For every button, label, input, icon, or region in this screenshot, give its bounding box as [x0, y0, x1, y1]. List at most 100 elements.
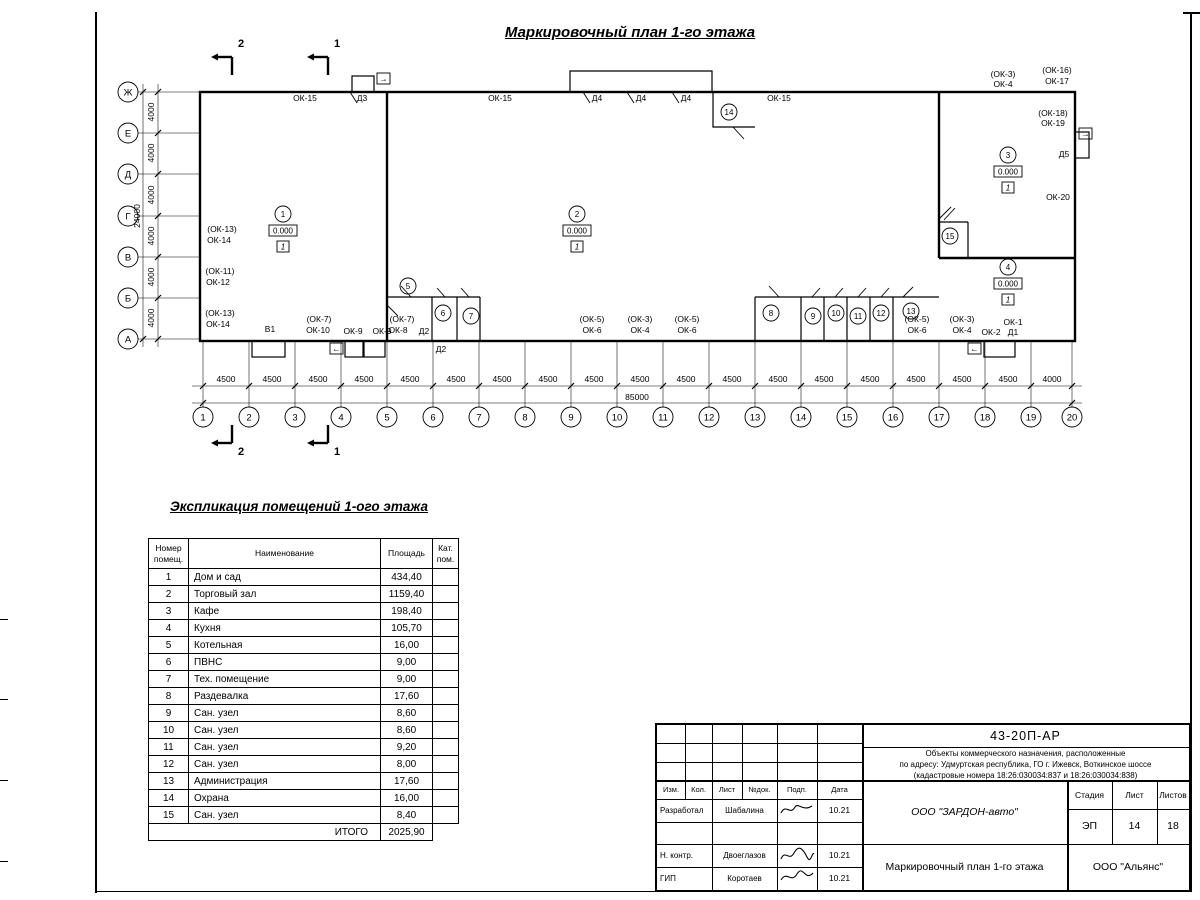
dim-tick: [154, 335, 162, 343]
opening-label: (ОК-3): [991, 69, 1016, 79]
dim-tick: [659, 382, 667, 390]
axis-bubble: [652, 406, 674, 428]
dim-tick: [521, 382, 529, 390]
room-name-cell: Сан. узел: [188, 738, 381, 756]
axis-bubble: [117, 122, 139, 144]
elevation-value: 0.000: [998, 280, 1019, 289]
axis-number: 15: [842, 413, 853, 424]
section-arrow-head: [307, 439, 314, 447]
dimension-total: 85000: [625, 392, 649, 402]
axis-number: 1: [200, 413, 205, 424]
role-norm-control: Н. контр.: [660, 851, 694, 860]
floor-type-box: [1001, 181, 1015, 194]
total-category: [432, 823, 459, 841]
sheet-label: Лист: [1125, 790, 1144, 800]
opening-label: ОК-20: [1046, 192, 1070, 202]
floor-type: 1: [1006, 296, 1010, 305]
opening-label: Д2: [419, 326, 430, 336]
dimension-value: 4500: [769, 374, 788, 384]
name-gip: Коротаев: [727, 874, 762, 883]
axis-bubble: [928, 406, 950, 428]
frame-bottom: [95, 890, 1192, 892]
room-number-bubble: [399, 277, 417, 295]
dim-tick: [383, 382, 391, 390]
dimension-value: 4500: [723, 374, 742, 384]
room-area-cell: 105,70: [380, 619, 433, 637]
opening-label: ОК-9: [343, 326, 362, 336]
axis-number: 19: [1026, 413, 1037, 424]
room-area-cell: 1159,40: [380, 585, 433, 603]
titleblock-line: [817, 725, 818, 890]
opening-label: ОК-4: [952, 325, 971, 335]
room-category-cell: [432, 789, 459, 807]
axis-number: 20: [1067, 413, 1078, 424]
titleblock-line: [862, 725, 864, 890]
header-line: Кат.: [438, 542, 453, 553]
room-area-cell: 8,60: [380, 704, 433, 722]
axis-number: 2: [246, 413, 251, 424]
axis-bubble: [376, 406, 398, 428]
dim-tick: [139, 88, 147, 96]
elevation-box: [993, 277, 1023, 290]
opening-label: ОК-15: [293, 93, 317, 103]
titleblock-line: [712, 725, 713, 890]
room-number: 11: [854, 312, 863, 321]
dim-tick: [154, 294, 162, 302]
dimension-value: 4500: [539, 374, 558, 384]
room-category-cell: [432, 738, 459, 756]
room-area-cell: 434,40: [380, 568, 433, 586]
axis-bubble: [744, 406, 766, 428]
titleblock-line: [742, 725, 743, 799]
room-number: 6: [441, 309, 446, 318]
signature-scribble: [780, 870, 814, 881]
room-area-cell: 17,60: [380, 687, 433, 705]
opening-label: (ОК-3): [950, 314, 975, 324]
dim-tick: [1068, 399, 1076, 407]
room-number-cell: 10: [148, 721, 189, 739]
dimension-value: 4500: [677, 374, 696, 384]
axis-number: 4: [338, 413, 343, 424]
axis-bubble: [117, 246, 139, 268]
dimension-value: 4500: [355, 374, 374, 384]
opening-label: ОК-19: [1041, 118, 1065, 128]
dim-tick: [154, 170, 162, 178]
opening-label: (ОК-7): [307, 314, 332, 324]
header-line: Площадь: [387, 548, 425, 558]
opening-label: ОК-15: [488, 93, 512, 103]
elevation-value: 0.000: [567, 227, 588, 236]
room-number-bubble: [720, 103, 738, 121]
dimension-value: 4500: [447, 374, 466, 384]
room-name-cell: Администрация: [188, 772, 381, 790]
total-label: ИТОГО: [148, 823, 381, 841]
room-number-cell: 2: [148, 585, 189, 603]
room-number: 2: [575, 210, 580, 219]
opening-label: Д2: [436, 344, 447, 354]
axis-bubble: [117, 163, 139, 185]
room-number: 1: [281, 210, 286, 219]
axis-bubble: [606, 406, 628, 428]
room-name-cell: Кафе: [188, 602, 381, 620]
titleblock-line: [1067, 809, 1189, 810]
axis-bubble: [1020, 406, 1042, 428]
dim-tick: [843, 382, 851, 390]
drawing-title: Маркировочный план 1-го этажа: [885, 861, 1044, 873]
room-number-bubble: [274, 205, 292, 223]
opening-label: ОК-10: [306, 325, 330, 335]
floor-type: 1: [1006, 184, 1010, 193]
axis-bubble: [1061, 406, 1083, 428]
opening-label: (ОК-3): [628, 314, 653, 324]
elevation-box: [562, 224, 592, 237]
section-number: 2: [238, 38, 244, 50]
room-category-cell: [432, 772, 459, 790]
floor-type: 1: [281, 243, 285, 252]
header-line: Наименование: [255, 548, 314, 558]
titleblock-line: [657, 799, 862, 800]
exit-arrow-box: [329, 342, 344, 355]
